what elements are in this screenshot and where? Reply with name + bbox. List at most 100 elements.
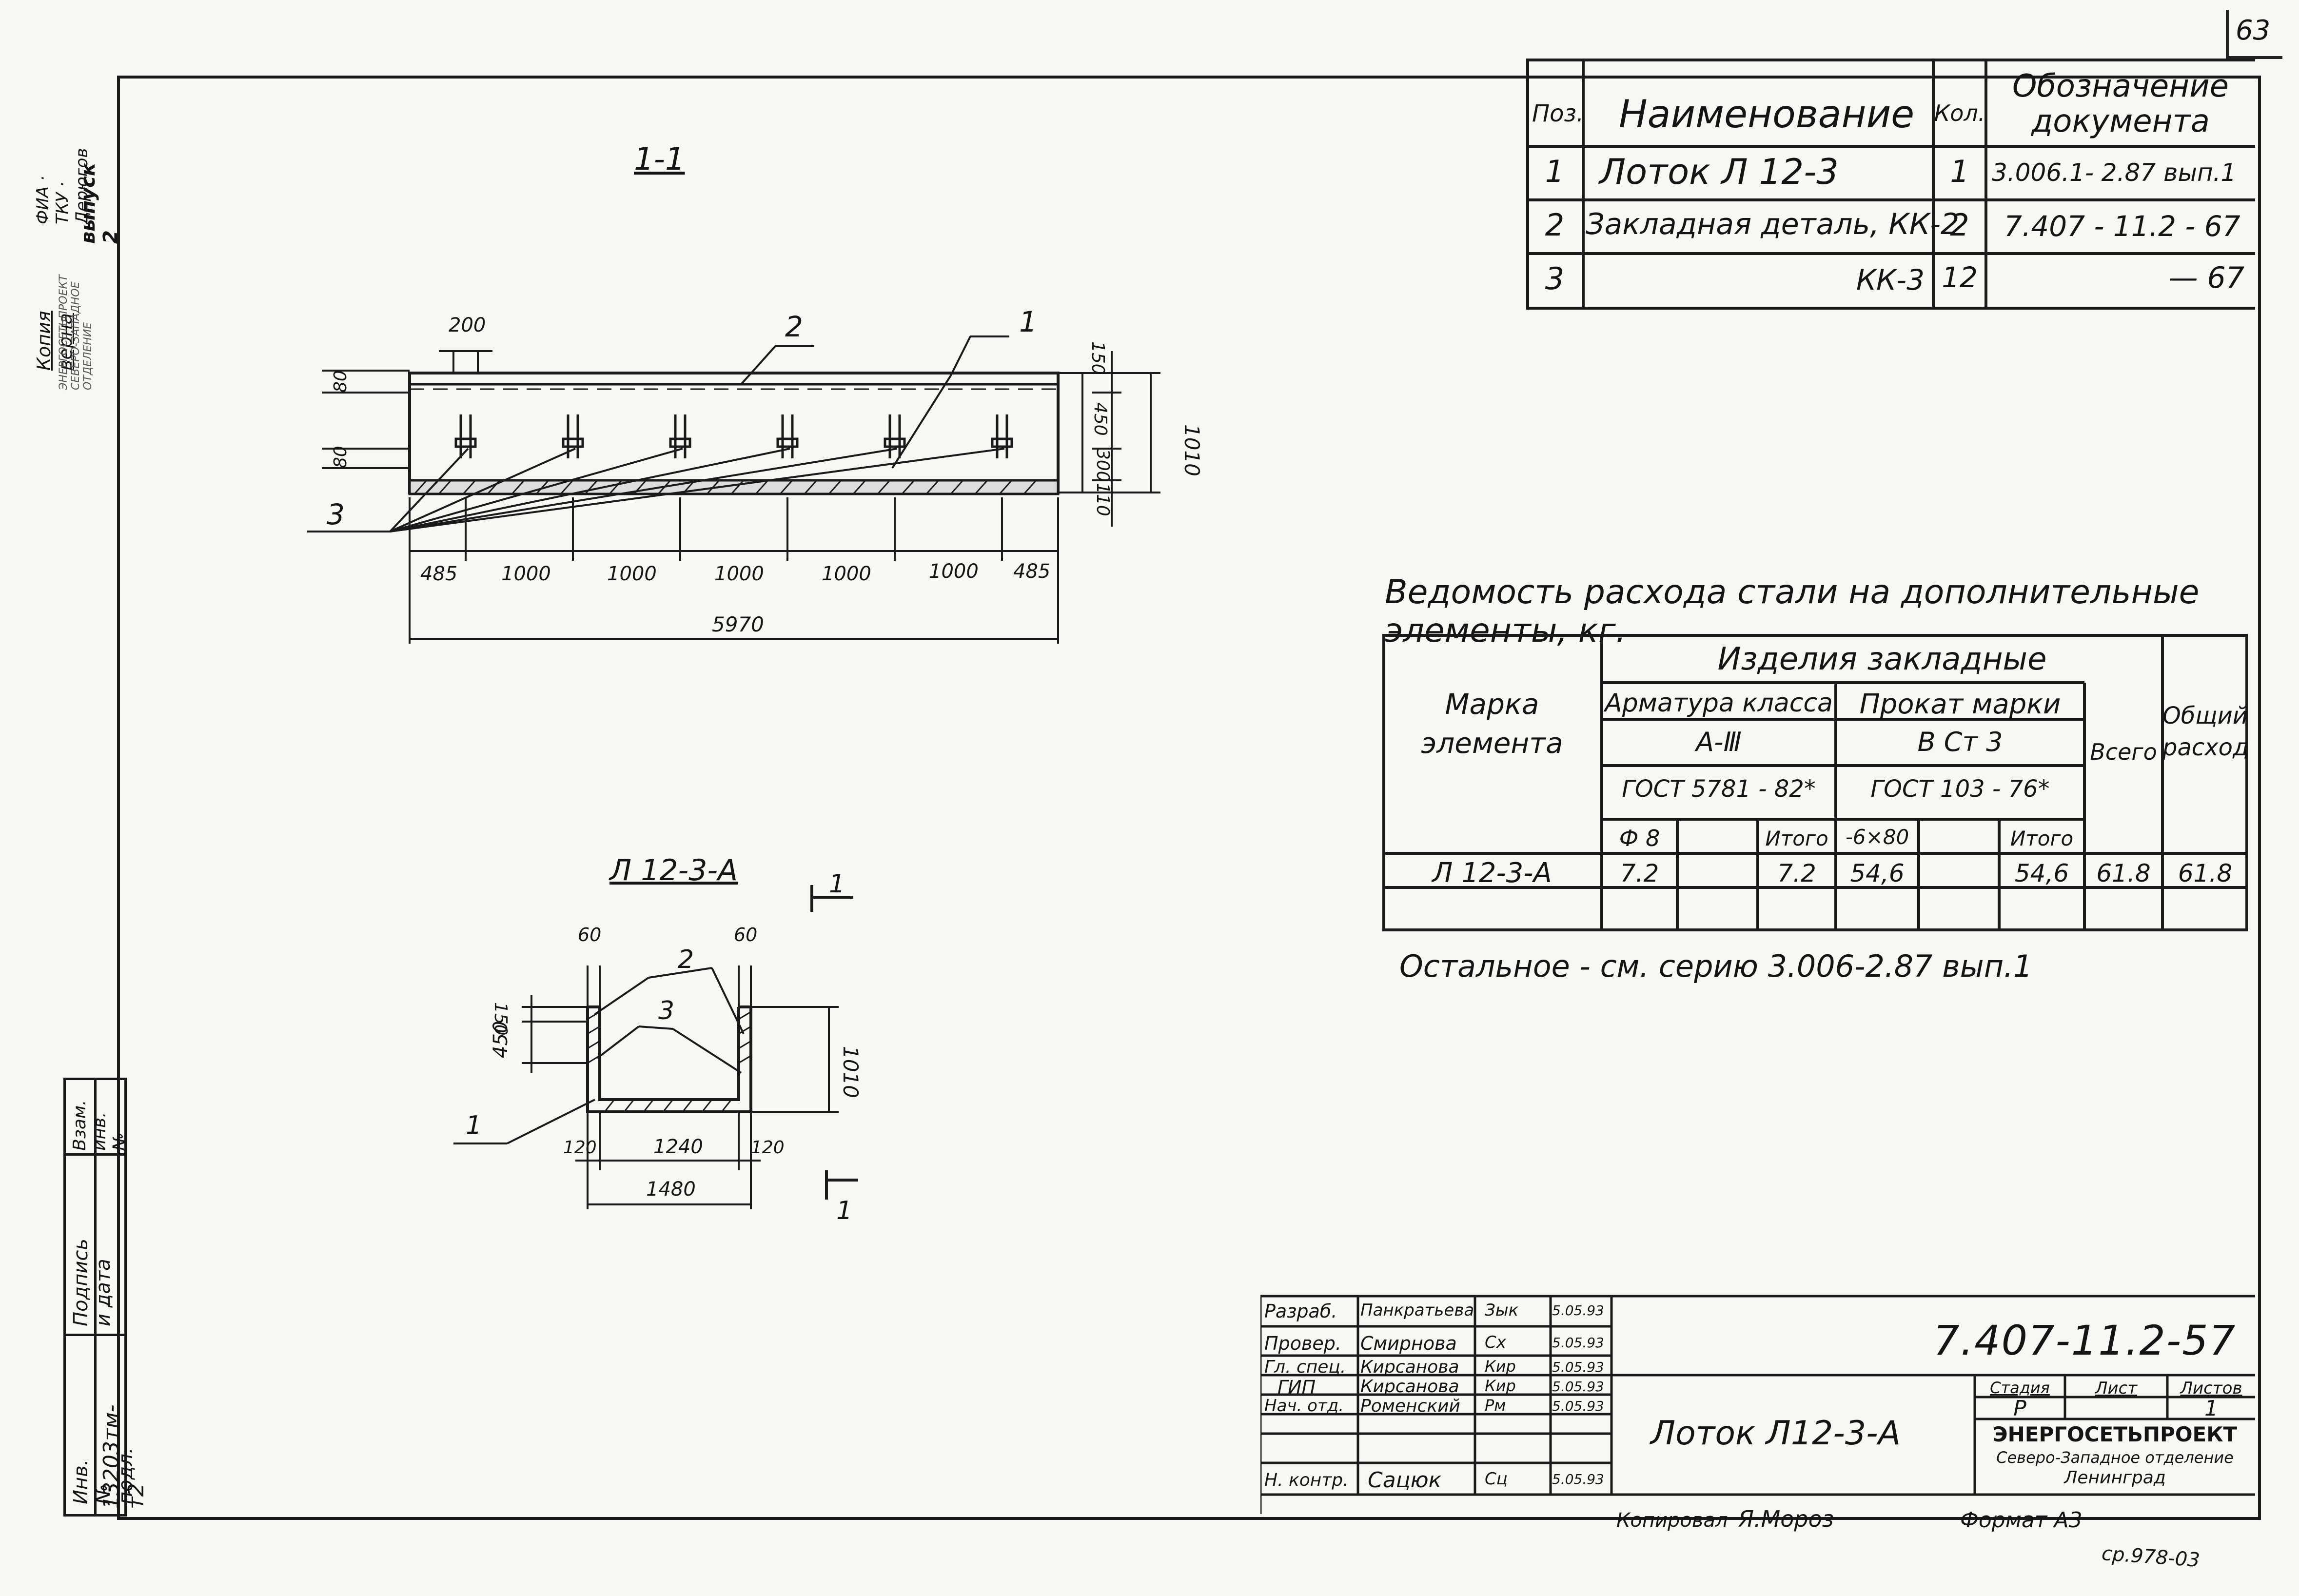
spec-row-1-qty: 1 bbox=[1950, 154, 1969, 189]
cross-callout-2: 2 bbox=[678, 945, 694, 974]
spec-row-2-qty: 2 bbox=[1950, 207, 1969, 243]
tb-role-1: Разраб. bbox=[1264, 1300, 1337, 1322]
tb-role-4: ГИП bbox=[1277, 1377, 1316, 1398]
cross-dim-height: 1010 bbox=[839, 1046, 863, 1098]
steel-rebar-class-header: Арматура класса bbox=[1605, 689, 1833, 718]
tb-sheet-label: Лист bbox=[2095, 1379, 2138, 1398]
tb-name-1: Панкратьева bbox=[1360, 1300, 1474, 1320]
tb-sign-6: Сц bbox=[1485, 1469, 1508, 1489]
steel-row-rebar-total: 7.2 bbox=[1777, 859, 1816, 887]
spec-row-3-qty: 12 bbox=[1942, 261, 1978, 294]
section-callout-2: 2 bbox=[785, 310, 803, 343]
steel-col-strip: -6×80 bbox=[1845, 825, 1909, 849]
cross-dim-bottom-2: 1240 bbox=[653, 1136, 703, 1158]
tb-date-4: 5.05.93 bbox=[1552, 1379, 1604, 1395]
tb-org-2: Северо-Западное отделение bbox=[1996, 1448, 2234, 1467]
tb-name-4: Кирсанова bbox=[1360, 1377, 1459, 1397]
section-callout-3: 3 bbox=[327, 498, 345, 531]
spec-header-doc-1: Обозначение bbox=[2012, 68, 2229, 104]
steel-row-strip: 54,6 bbox=[1850, 859, 1905, 887]
tb-drawing-name: Лоток Л12-3-А bbox=[1651, 1414, 1901, 1453]
section-dim-bottom-4: 1000 bbox=[714, 563, 764, 585]
section-title: 1-1 bbox=[634, 141, 685, 177]
steel-table-title: Ведомость расхода стали на дополнительны… bbox=[1385, 573, 2200, 650]
spec-table-grid bbox=[1526, 59, 2255, 310]
steel-group-header: Изделия закладные bbox=[1717, 641, 2047, 677]
tb-sheets-label: Листов bbox=[2180, 1379, 2242, 1398]
spec-row-1-name: Лоток Л 12-3 bbox=[1599, 151, 1839, 192]
spec-row-2-name: Закладная деталь, КК-2 bbox=[1586, 207, 1960, 241]
copied-label: Копировал bbox=[1616, 1509, 1728, 1532]
section-dim-bottom-1: 485 bbox=[420, 563, 457, 585]
section-dim-right-3: 300 bbox=[1093, 449, 1113, 482]
tb-sheets: 1 bbox=[2204, 1396, 2218, 1421]
page-number: 63 bbox=[2236, 15, 2271, 46]
steel-row-mark: Л 12-3-А bbox=[1432, 857, 1552, 889]
tb-name-5: Роменский bbox=[1360, 1396, 1460, 1416]
side-stamp-label-replace: Взам. инв.№ bbox=[70, 1100, 130, 1151]
cross-dim-left-1: 150 bbox=[491, 1002, 511, 1036]
tb-name-3: Кирсанова bbox=[1360, 1357, 1459, 1377]
tb-org-3: Ленинград bbox=[2064, 1468, 2166, 1488]
tb-date-2: 5.05.93 bbox=[1552, 1335, 1604, 1351]
title-block: Разраб. Панкратьева Зык 5.05.93 Провер. … bbox=[1260, 1295, 2255, 1514]
cross-dim-left-2: 450 bbox=[490, 1021, 512, 1058]
section-dim-bottom-6: 1000 bbox=[929, 560, 979, 583]
section-dim-height: 1010 bbox=[1180, 424, 1204, 476]
tb-sign-3: Кир bbox=[1485, 1357, 1516, 1376]
section-dim-bottom-5: 1000 bbox=[822, 563, 871, 585]
tb-sign-1: Зык bbox=[1485, 1300, 1519, 1320]
steel-overall-header-2: расход bbox=[2162, 734, 2249, 761]
spec-row-2-doc: 7.407 - 11.2 - 67 bbox=[2004, 210, 2240, 243]
tb-sign-5: Рм bbox=[1485, 1396, 1506, 1415]
section-dim-bottom-3: 1000 bbox=[607, 563, 657, 585]
steel-total-header: Всего bbox=[2090, 739, 2157, 765]
steel-table-grid bbox=[1382, 634, 2248, 931]
steel-table: Марка элемента Изделия закладные Арматур… bbox=[1382, 634, 2249, 931]
cross-section-drawing: 1 1 2 3 1 bbox=[453, 869, 863, 1225]
steel-rebar-gost: ГОСТ 5781 - 82* bbox=[1622, 775, 1816, 803]
drawing-frame bbox=[117, 76, 2261, 1520]
cross-callout-1: 1 bbox=[466, 1111, 482, 1140]
section-dim-top: 200 bbox=[449, 314, 486, 336]
tb-date-5: 5.05.93 bbox=[1552, 1398, 1604, 1414]
tb-role-3: Гл. спец. bbox=[1264, 1357, 1346, 1377]
format-label: Формат А3 bbox=[1960, 1508, 2083, 1533]
tb-role-5: Нач. отд. bbox=[1264, 1396, 1344, 1416]
section-dim-left-1: 80 bbox=[331, 370, 351, 393]
steel-rolled-header: Прокат марки bbox=[1859, 689, 2061, 720]
section-dim-bottom-2: 1000 bbox=[501, 563, 551, 585]
cross-dim-top-right: 60 bbox=[734, 924, 757, 946]
tb-doc-code: 7.407-11.2-57 bbox=[1933, 1317, 2237, 1364]
cross-section-mark-top: 1 bbox=[829, 869, 845, 899]
spec-row-1-doc: 3.006.1- 2.87 вып.1 bbox=[1992, 158, 2237, 187]
cross-callout-3: 3 bbox=[658, 996, 674, 1025]
steel-mark-header-1: Марка bbox=[1445, 688, 1539, 721]
side-stamp-label-sign: Подпись и дата bbox=[70, 1239, 115, 1326]
spec-row-2-pos: 2 bbox=[1545, 207, 1565, 243]
steel-col-rebar-total: Итого bbox=[1765, 827, 1828, 850]
steel-col-rolled-total: Итого bbox=[2010, 827, 2074, 850]
cross-section-title: Л 12-3-А bbox=[609, 853, 738, 887]
side-stamp: Инв.№ подл. Подпись и дата Взам. инв.№ 1… bbox=[63, 1078, 149, 1517]
steel-rolled-gost: ГОСТ 103 - 76* bbox=[1870, 775, 2050, 803]
section-dim-right-1: 150 bbox=[1088, 341, 1108, 375]
copied-signature: Я.Мороз bbox=[1738, 1506, 1834, 1532]
cross-dim-bottom-1: 120 bbox=[563, 1138, 597, 1158]
left-margin-issue: выпуск 2 bbox=[77, 162, 122, 244]
spec-table: Поз. Наименование Кол. Обозначение докум… bbox=[1526, 59, 2255, 310]
tb-sign-4: Кир bbox=[1485, 1377, 1516, 1395]
cross-section-mark-bottom: 1 bbox=[836, 1196, 852, 1225]
section-dim-left-2: 80 bbox=[331, 446, 351, 468]
cross-dim-total: 1480 bbox=[646, 1178, 696, 1201]
spec-header-qty: Кол. bbox=[1934, 100, 1985, 126]
spec-header-name: Наименование bbox=[1619, 93, 1915, 137]
spec-header-pos: Поз. bbox=[1532, 100, 1584, 127]
section-callout-1: 1 bbox=[1019, 305, 1037, 338]
tb-role-6: Н. контр. bbox=[1264, 1470, 1349, 1490]
cross-dim-bottom-3: 120 bbox=[751, 1138, 785, 1158]
tb-stage-label: Стадия bbox=[1990, 1379, 2050, 1397]
steel-row-phi8: 7.2 bbox=[1620, 859, 1659, 887]
cross-dim-top-left: 60 bbox=[578, 924, 601, 946]
steel-row-overall: 61.8 bbox=[2178, 859, 2233, 887]
